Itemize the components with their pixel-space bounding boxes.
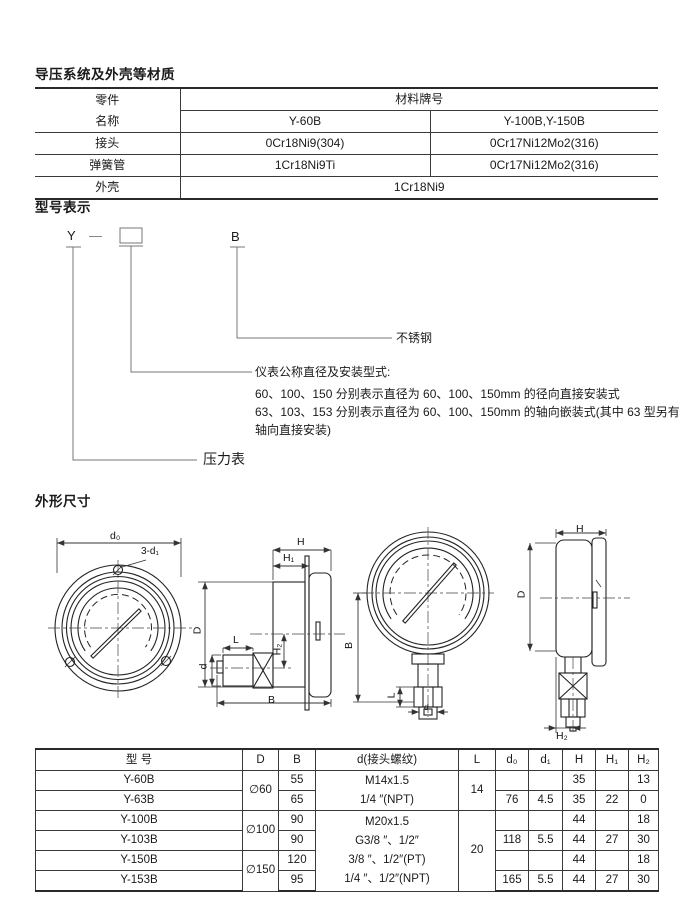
model-dash: — xyxy=(89,228,102,243)
l-cell: 20 xyxy=(458,810,496,892)
part-name: 外壳 xyxy=(35,176,180,200)
model-cell: Y-60B xyxy=(35,770,243,791)
drawing-front-radial xyxy=(353,527,494,720)
table-row: 弹簧管 1Cr18Ni9Ti 0Cr17Ni12Mo2(316) xyxy=(35,154,659,177)
col-header: D xyxy=(242,748,279,771)
model-code-box xyxy=(119,227,143,244)
dimension-table-header: 型 号 D B d(接头螺纹) L d₀ d₁ H H₁ H₂ xyxy=(35,748,659,771)
col-header: H xyxy=(562,748,596,771)
dim-label-h-side-radial: H xyxy=(576,523,584,535)
material-value: 1Cr18Ni9Ti xyxy=(179,154,430,177)
callout-diameter-line3: 轴向直接安装) xyxy=(255,423,331,437)
dim-label-d0: d₀ xyxy=(110,530,121,542)
dim-label-h1-flush: H₁ xyxy=(283,552,295,564)
part-name: 弹簧管 xyxy=(35,154,180,177)
material-grade-header: 材料牌号 xyxy=(179,87,659,111)
model-suffix: B xyxy=(231,229,240,244)
dim-label-h2-side-radial: H₂ xyxy=(556,730,568,742)
part-header2: 名称 xyxy=(95,113,120,128)
l-cell: 14 xyxy=(458,770,496,811)
diameter-cell: ∅150 xyxy=(242,850,279,892)
dim-label-d-radial: d xyxy=(424,702,429,712)
model-cell: Y-63B xyxy=(35,790,243,811)
thread-cell: M14x1.5 1/4 ″(NPT) xyxy=(315,770,459,811)
col-header: d₀ xyxy=(495,748,529,771)
materials-section-title: 导压系统及外壳等材质 xyxy=(35,67,175,82)
model-section-title: 型号表示 xyxy=(35,200,91,215)
callout-material: 不锈钢 xyxy=(396,331,433,345)
material-value: 0Cr17Ni12Mo2(316) xyxy=(429,154,659,177)
dimension-table: 型 号 D B d(接头螺纹) L d₀ d₁ H H₁ H₂ Y-60B ∅6… xyxy=(35,748,659,892)
part-header: 零件 xyxy=(95,92,120,107)
drawings-section-title: 外形尺寸 xyxy=(35,494,91,509)
dim-label-d-thread-flush: d xyxy=(197,663,210,670)
diameter-cell: ∅60 xyxy=(242,770,279,811)
col-header: d₁ xyxy=(528,748,563,771)
drawing-side-flush xyxy=(198,547,345,711)
callout-diameter-line2: 63、103、153 分别表示直径为 60、100、150mm 的轴向嵌装式(其… xyxy=(255,405,680,419)
col-header: H₁ xyxy=(595,748,629,771)
model-prefix: Y xyxy=(67,228,76,243)
dim-label-l-flush: L xyxy=(233,634,239,646)
col-header-y60b: Y-60B xyxy=(179,110,430,133)
dim-label-d-side-radial: D xyxy=(515,590,528,599)
table-row: Y-153B 95 165 5.5 44 27 30 xyxy=(35,870,659,892)
dim-label-b-radial: B xyxy=(343,641,356,650)
col-header: B xyxy=(278,748,316,771)
materials-part-header-cell: 零件 名称 xyxy=(35,87,180,133)
material-value: 0Cr18Ni9(304) xyxy=(179,132,430,155)
table-row: Y-100B ∅100 90 M20x1.5 G3/8 ″、1/2″ 3/8 ″… xyxy=(35,810,659,892)
part-name: 接头 xyxy=(35,132,180,155)
col-header-y100b: Y-100B,Y-150B xyxy=(429,110,659,133)
model-cell: Y-150B xyxy=(35,850,243,871)
col-header: H₂ xyxy=(628,748,659,771)
outline-drawings xyxy=(48,527,630,735)
material-value: 1Cr18Ni9 xyxy=(179,176,659,200)
model-cell: Y-103B xyxy=(35,830,243,851)
col-header: 型 号 xyxy=(35,748,243,771)
model-cell: Y-153B xyxy=(35,870,243,892)
dim-label-3-d1: 3-d₁ xyxy=(141,546,159,557)
dim-label-d-diameter-flush: D xyxy=(191,626,204,635)
col-header: L xyxy=(458,748,496,771)
table-row: Y-150B ∅150 120 44 18 xyxy=(35,850,659,892)
dim-label-l-radial: L xyxy=(385,692,398,699)
dim-label-h-flush: H xyxy=(297,536,305,548)
model-designation-diagram xyxy=(66,227,392,461)
drawing-side-radial xyxy=(527,529,630,735)
model-cell: Y-100B xyxy=(35,810,243,831)
dim-label-b-flush: B xyxy=(268,694,276,706)
callout-product: 压力表 xyxy=(203,451,245,467)
drawing-front-flush xyxy=(48,538,192,700)
table-row: 外壳 1Cr18Ni9 xyxy=(35,176,659,200)
material-value: 0Cr17Ni12Mo2(316) xyxy=(429,132,659,155)
callout-diameter-title: 仪表公称直径及安装型式: xyxy=(255,365,391,379)
table-row: Y-60B ∅60 55 M14x1.5 1/4 ″(NPT) 14 35 13 xyxy=(35,770,659,811)
dim-label-h2-flush: H₂ xyxy=(271,643,284,656)
callout-diameter-line1: 60、100、150 分别表示直径为 60、100、150mm 的径向直接安装式 xyxy=(255,387,620,401)
materials-table: 零件 名称 材料牌号 Y-60B Y-100B,Y-150B 接头 0Cr18N… xyxy=(35,87,659,200)
thread-cell: M20x1.5 G3/8 ″、1/2″ 3/8 ″、1/2″(PT) 1/4 ″… xyxy=(315,810,459,892)
col-header: d(接头螺纹) xyxy=(315,748,459,771)
diameter-cell: ∅100 xyxy=(242,810,279,851)
table-row: 接头 0Cr18Ni9(304) 0Cr17Ni12Mo2(316) xyxy=(35,132,659,155)
